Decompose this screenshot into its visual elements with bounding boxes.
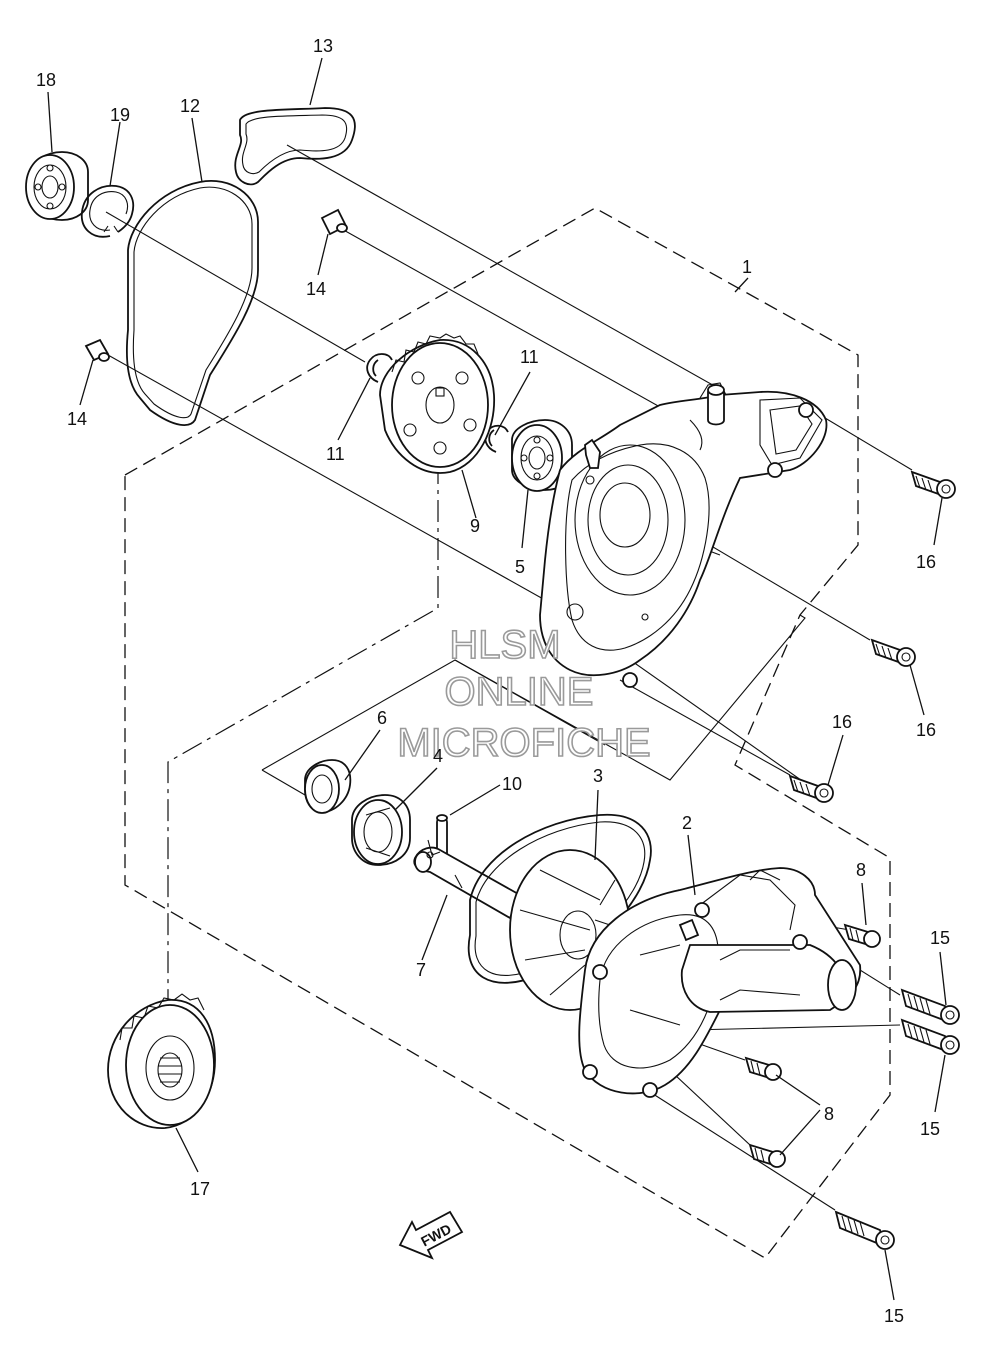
gasket-12-inner (132, 186, 253, 419)
gasket-12 (126, 180, 259, 426)
circlip-19 (80, 184, 135, 238)
gear-9 (379, 333, 495, 474)
bolt-8a (843, 923, 881, 948)
watermark-line-1: HLSM (449, 623, 560, 667)
watermark: HLSM ONLINE MICROFICHE (397, 622, 652, 766)
bearing-5 (511, 419, 573, 492)
bolt-16b (870, 638, 916, 667)
callout-11b: 11 (520, 347, 539, 367)
callout-11a: 11 (326, 444, 345, 464)
bolt-15c (834, 1210, 895, 1250)
subgroup-outline-box (454, 614, 806, 781)
callout-4: 4 (433, 746, 443, 766)
bolt-15a (900, 988, 960, 1025)
callout-8b: 8 (824, 1104, 834, 1124)
callout-1: 1 (742, 257, 752, 277)
callout-6: 6 (377, 708, 387, 728)
callout-9: 9 (470, 516, 480, 536)
bolt-8b (744, 1056, 782, 1081)
callout-13: 13 (313, 36, 333, 56)
o-ring-3 (467, 813, 652, 984)
fwd-arrow-icon: FWD (398, 1210, 464, 1260)
callout-14b: 14 (67, 409, 87, 429)
bolt-16a (910, 470, 956, 499)
callouts: 1 2 3 4 5 6 7 8 8 9 10 11 11 12 13 14 14… (36, 36, 950, 1326)
mechanical-seal-4 (351, 794, 411, 866)
dowel-pin-14a (320, 208, 348, 236)
callout-2: 2 (682, 813, 692, 833)
subgroup-outline-seal-lower (261, 769, 306, 796)
callout-16c: 16 (832, 712, 852, 732)
callout-16b: 16 (916, 720, 936, 740)
callout-18: 18 (36, 70, 56, 90)
callout-14a: 14 (306, 279, 326, 299)
pump-housing-2 (578, 867, 862, 1098)
callout-19: 19 (110, 105, 130, 125)
callout-7: 7 (416, 960, 426, 980)
oil-seal-6 (304, 759, 352, 814)
callout-15b: 15 (920, 1119, 940, 1139)
callout-3: 3 (593, 766, 603, 786)
gasket-13-inner (241, 114, 348, 175)
callout-17: 17 (190, 1179, 210, 1199)
callout-10: 10 (502, 774, 522, 794)
assembly-outline-1 (124, 207, 891, 1259)
gear-17 (107, 993, 216, 1129)
callout-8a: 8 (856, 860, 866, 880)
bolt-16c (788, 774, 834, 803)
gasket-13 (234, 107, 356, 186)
callout-5: 5 (515, 557, 525, 577)
circlip-11a (366, 353, 393, 383)
watermark-line-2: ONLINE (445, 670, 594, 714)
bearing-18 (25, 151, 89, 221)
callout-15c: 15 (884, 1306, 904, 1326)
callout-12: 12 (180, 96, 200, 116)
cover-1 (539, 382, 828, 688)
bolt-15b (900, 1018, 960, 1055)
leader-lines (47, 57, 947, 1301)
callout-16a: 16 (916, 552, 936, 572)
subgroup-outline-pump (167, 462, 439, 1010)
dowel-pin-14b (84, 338, 110, 362)
callout-15a: 15 (930, 928, 950, 948)
bolt-8c (748, 1143, 786, 1168)
watermark-line-3: MICROFICHE (397, 721, 650, 765)
